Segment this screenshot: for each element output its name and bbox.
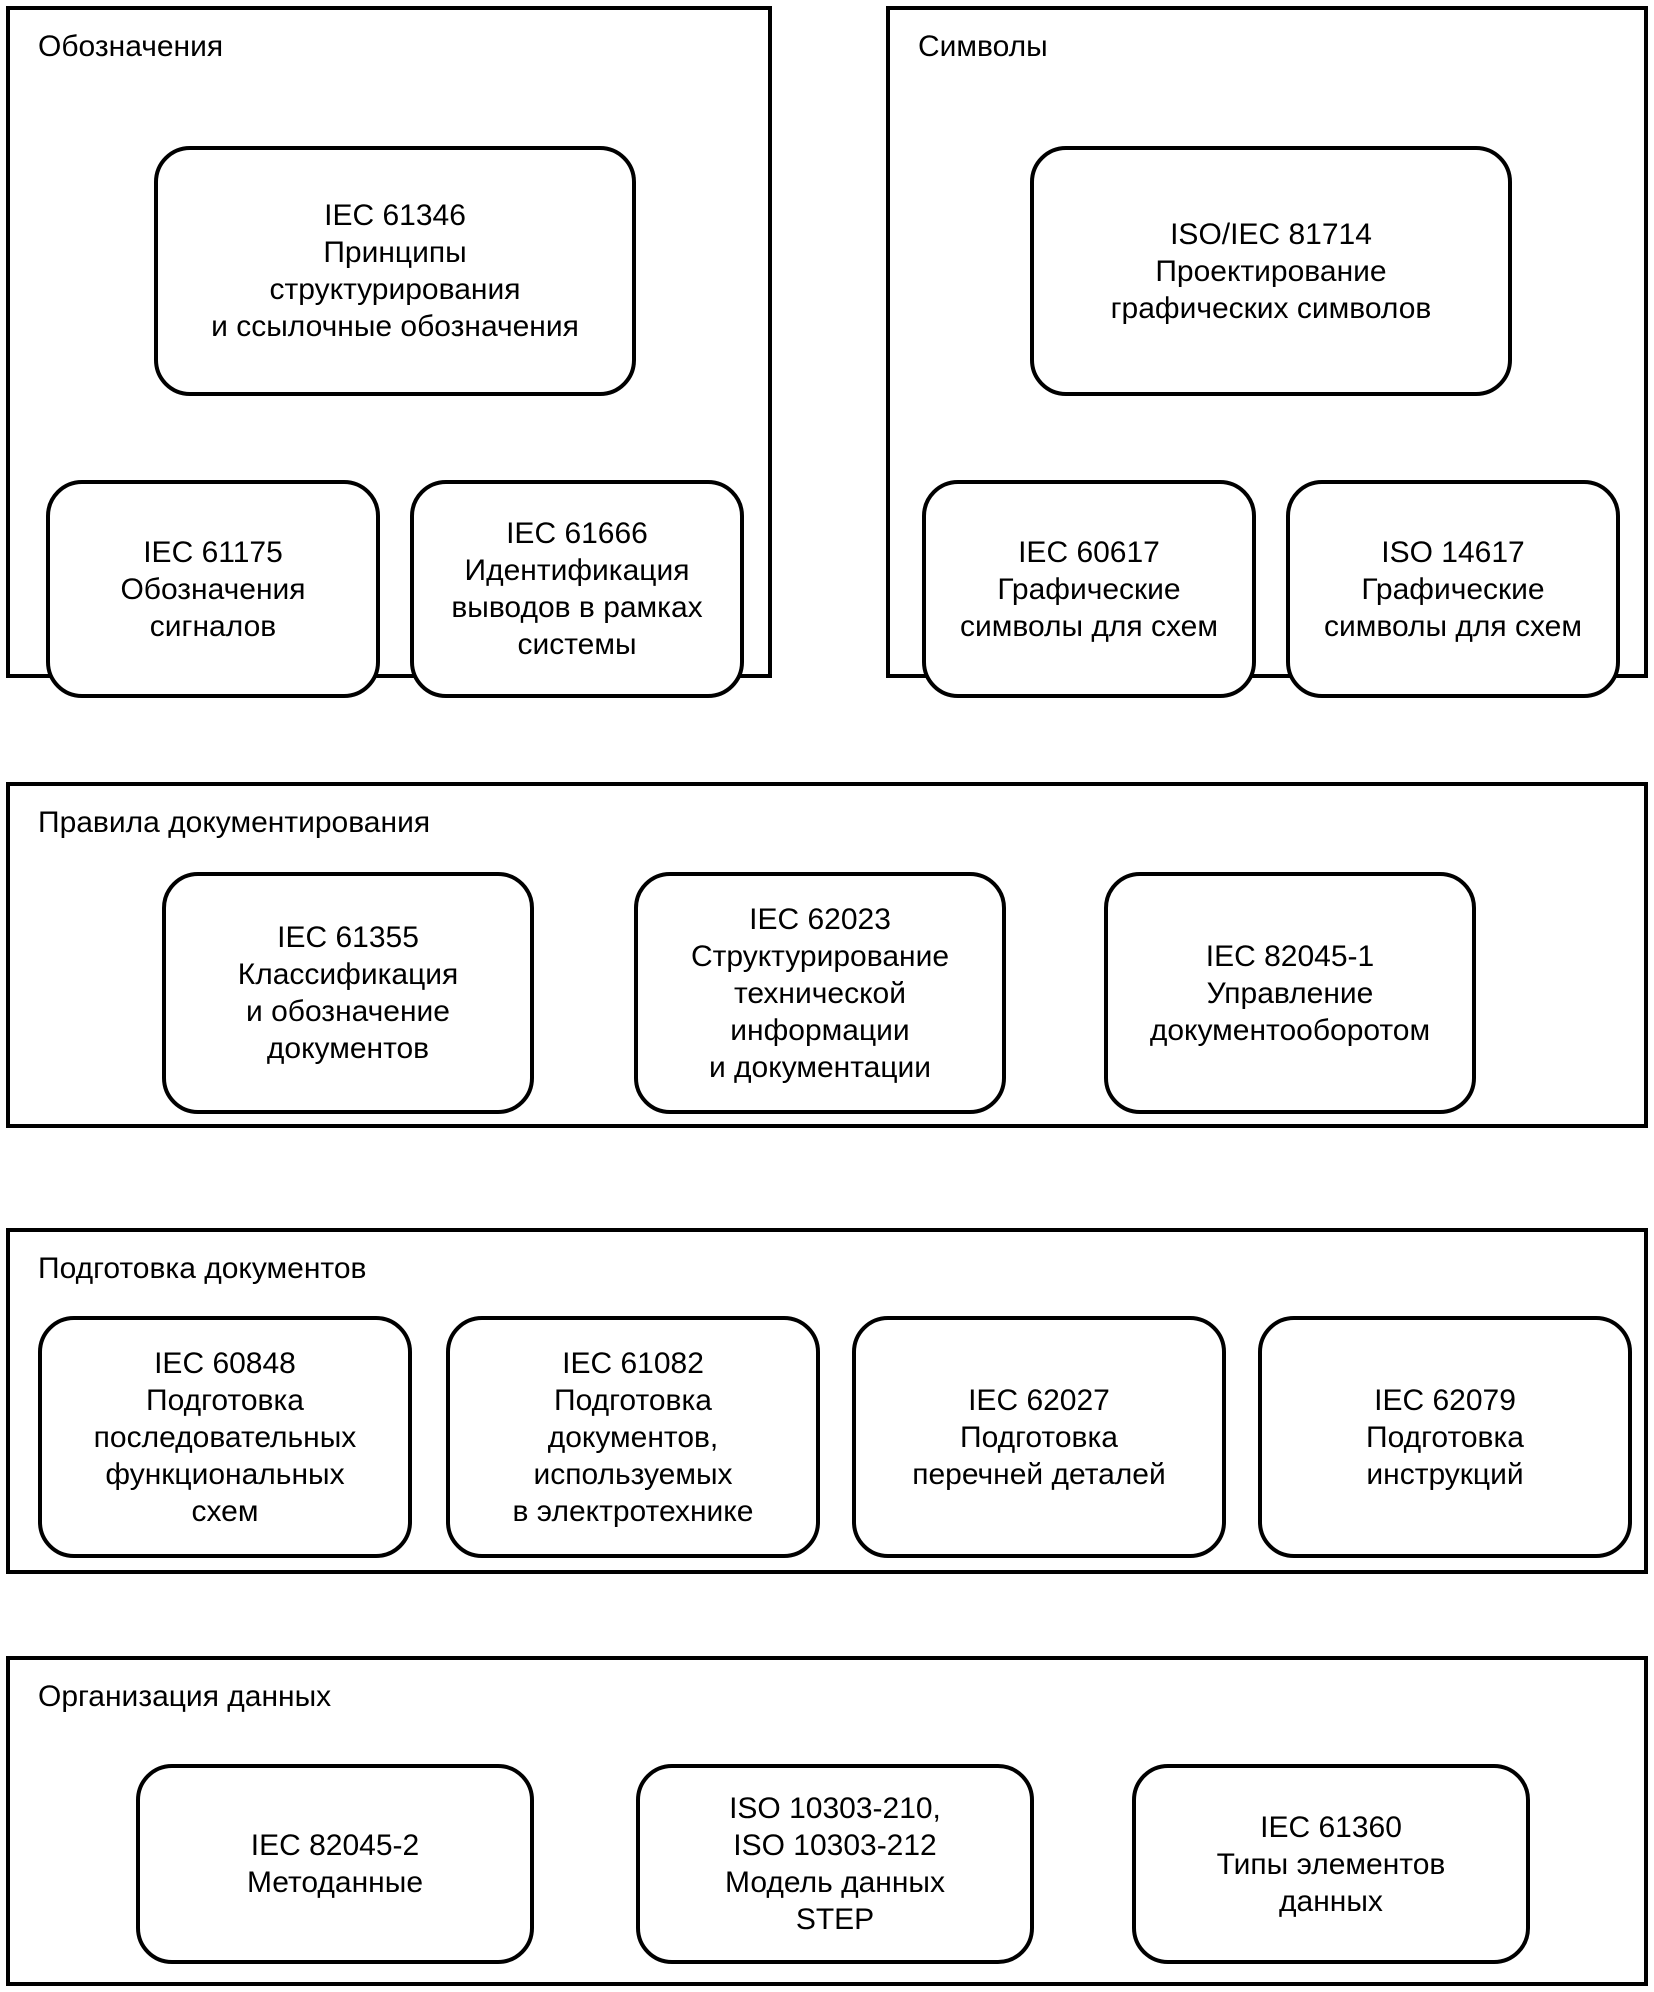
group-title-designations: Обозначения <box>38 30 224 63</box>
group-documentation-rules: Правила документирования IEC 61355 Класс… <box>6 782 1648 1128</box>
standard-box-text: IEC 61666 Идентификация выводов в рамках… <box>451 517 703 661</box>
standard-box-iso-10303-210-212: ISO 10303-210, ISO 10303-212 Модель данн… <box>636 1764 1034 1964</box>
standard-box-iec-62027: IEC 62027 Подготовка перечней деталей <box>852 1316 1226 1558</box>
standard-box-iso-14617: ISO 14617 Графические символы для схем <box>1286 480 1620 698</box>
standard-box-iec-61175: IEC 61175 Обозначения сигналов <box>46 480 380 698</box>
group-designations: Обозначения IEC 61346 Принципы структури… <box>6 6 772 698</box>
standard-box-text: IEC 60848 Подготовка последовательных фу… <box>93 1346 357 1528</box>
group-title-symbols: Символы <box>918 30 1048 63</box>
group-title-document-preparation: Подготовка документов <box>38 1252 367 1285</box>
standard-box-text: IEC 60617 Графические символы для схем <box>960 535 1218 643</box>
standard-box-text: ISO 14617 Графические символы для схем <box>1324 535 1582 643</box>
standard-box-iec-61082: IEC 61082 Подготовка документов, использ… <box>446 1316 820 1558</box>
standard-box-iec-61346: IEC 61346 Принципы структурирования и сс… <box>154 146 636 396</box>
standard-box-text: IEC 62079 Подготовка инструкций <box>1366 1383 1524 1491</box>
standard-box-text: IEC 61175 Обозначения сигналов <box>120 535 306 643</box>
standard-box-text: IEC 62023 Структурирование технической и… <box>690 902 950 1084</box>
standard-box-iso-iec-81714: ISO/IEC 81714 Проектирование графических… <box>1030 146 1512 396</box>
group-title-data-organization: Организация данных <box>38 1680 332 1713</box>
standard-box-iec-62079: IEC 62079 Подготовка инструкций <box>1258 1316 1632 1558</box>
standard-box-text: ISO 10303-210, ISO 10303-212 Модель данн… <box>725 1792 945 1936</box>
standard-box-iec-82045-2: IEC 82045-2 Методанные <box>136 1764 534 1964</box>
group-data-organization: Организация данных IEC 82045-2 Методанны… <box>6 1656 1648 1986</box>
standard-box-text: ISO/IEC 81714 Проектирование графических… <box>1110 217 1432 325</box>
standard-box-iec-60617: IEC 60617 Графические символы для схем <box>922 480 1256 698</box>
standard-box-iec-61355: IEC 61355 Классификация и обозначение до… <box>162 872 534 1114</box>
standard-box-iec-61666: IEC 61666 Идентификация выводов в рамках… <box>410 480 744 698</box>
standard-box-text: IEC 61360 Типы элементов данных <box>1216 1810 1446 1918</box>
standard-box-text: IEC 61355 Классификация и обозначение до… <box>237 921 459 1065</box>
standard-box-iec-82045-1: IEC 82045-1 Управление документооборотом <box>1104 872 1476 1114</box>
standard-box-text: IEC 62027 Подготовка перечней деталей <box>912 1383 1166 1491</box>
group-symbols: Символы ISO/IEC 81714 Проектирование гра… <box>886 6 1648 698</box>
group-title-documentation-rules: Правила документирования <box>38 806 431 839</box>
group-document-preparation: Подготовка документов IEC 60848 Подготов… <box>6 1228 1648 1574</box>
standard-box-iec-60848: IEC 60848 Подготовка последовательных фу… <box>38 1316 412 1558</box>
standard-box-iec-61360: IEC 61360 Типы элементов данных <box>1132 1764 1530 1964</box>
standard-box-iec-62023: IEC 62023 Структурирование технической и… <box>634 872 1006 1114</box>
standard-box-text: IEC 61082 Подготовка документов, использ… <box>512 1346 754 1528</box>
standard-box-text: IEC 61346 Принципы структурирования и сс… <box>211 199 579 343</box>
standard-box-text: IEC 82045-1 Управление документооборотом <box>1149 939 1431 1047</box>
standard-box-text: IEC 82045-2 Методанные <box>246 1829 423 1899</box>
